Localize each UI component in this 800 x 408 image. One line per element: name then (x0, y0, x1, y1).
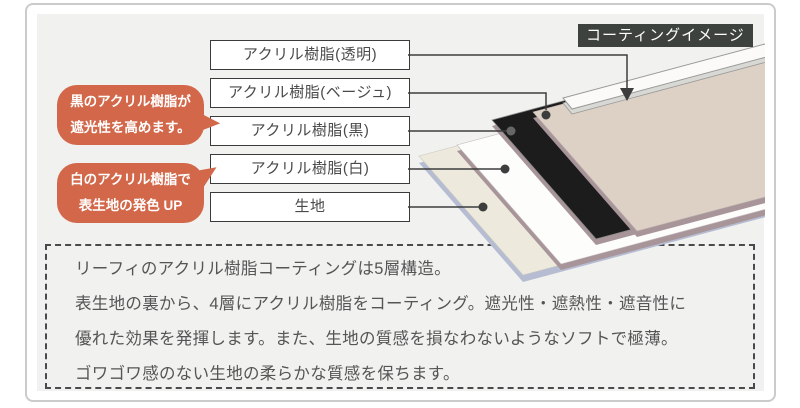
coating-image-tag: コーティングイメージ (578, 24, 753, 47)
layer-label-fabric: 生地 (210, 192, 410, 222)
layer-label-beige: アクリル樹脂(ベージュ) (210, 78, 410, 108)
description-box: リーフィのアクリル樹脂コーティングは5層構造。 表生地の裏から、4層にアクリル樹… (45, 244, 755, 389)
layer-label-clear: アクリル樹脂(透明) (210, 40, 410, 70)
callout-white-resin: 白のアクリル樹脂で 表生地の発色 UP (57, 163, 204, 223)
layer-label-black: アクリル樹脂(黒) (210, 116, 410, 146)
callout-black-resin: 黒のアクリル樹脂が 遮光性を高めます。 (57, 85, 204, 145)
description-text: リーフィのアクリル樹脂コーティングは5層構造。 表生地の裏から、4層にアクリル樹… (75, 260, 687, 383)
layer-label-white: アクリル樹脂(白) (210, 154, 410, 184)
